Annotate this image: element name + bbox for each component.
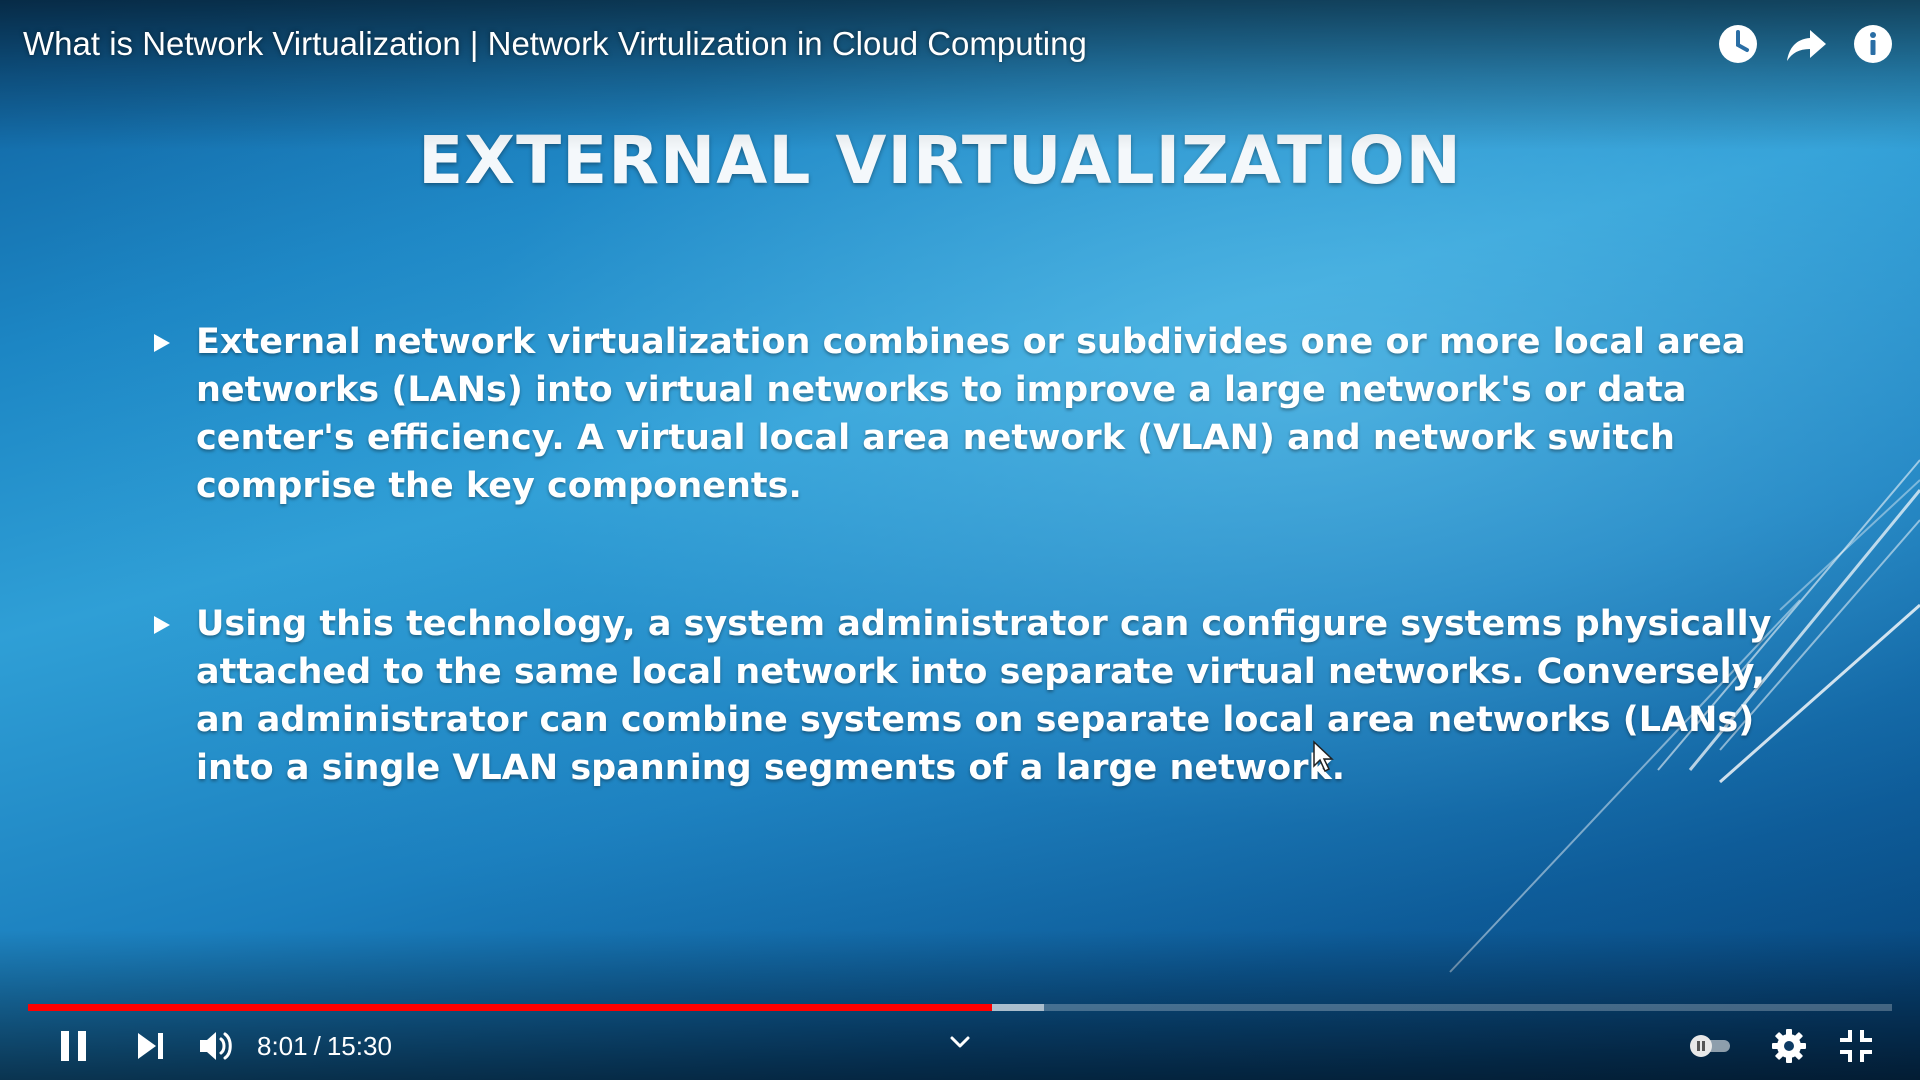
video-title[interactable]: What is Network Virtualization | Network… xyxy=(23,25,1087,62)
info-icon[interactable] xyxy=(1851,22,1895,66)
autoplay-toggle[interactable] xyxy=(1688,1032,1732,1060)
mouse-cursor-icon xyxy=(1313,740,1334,773)
bullet-arrow-icon xyxy=(154,616,170,634)
progress-played xyxy=(28,1004,992,1011)
slide-bullet-text: External network virtualization combines… xyxy=(196,322,1746,506)
settings-gear-icon[interactable] xyxy=(1770,1027,1808,1065)
current-time: 8:01 xyxy=(257,1031,308,1061)
chevron-down-icon[interactable] xyxy=(948,1032,972,1052)
top-overlay xyxy=(0,0,1920,150)
exit-fullscreen-icon[interactable] xyxy=(1838,1028,1874,1064)
share-icon[interactable] xyxy=(1784,22,1828,66)
next-icon[interactable] xyxy=(134,1030,168,1062)
time-display: 8:01/15:30 xyxy=(257,1028,392,1064)
bullet-arrow-icon xyxy=(154,334,170,352)
progress-bar[interactable] xyxy=(28,1004,1892,1011)
slide-decorative-lines xyxy=(1449,459,1920,973)
volume-icon[interactable] xyxy=(197,1028,235,1064)
time-separator: / xyxy=(313,1031,321,1061)
pause-icon[interactable] xyxy=(56,1028,92,1064)
watch-later-icon[interactable] xyxy=(1716,22,1760,66)
slide-bullet-text: Using this technology, a system administ… xyxy=(196,604,1772,788)
duration: 15:30 xyxy=(326,1031,392,1061)
